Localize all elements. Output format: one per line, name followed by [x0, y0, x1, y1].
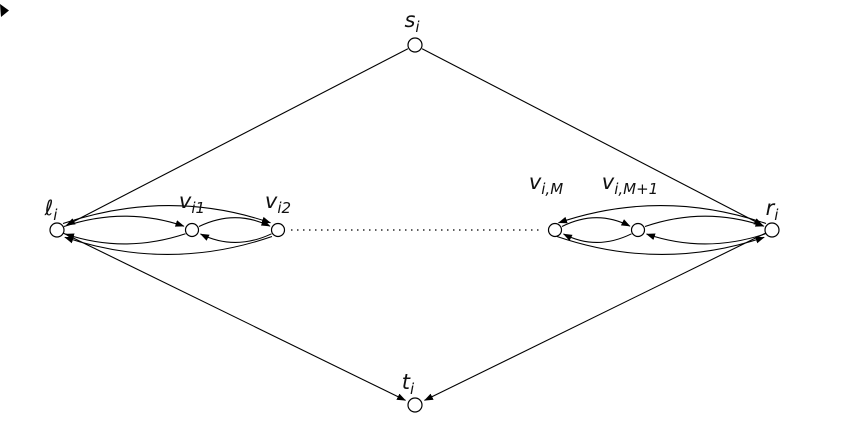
node-t	[407, 397, 423, 413]
label-l: ℓi	[44, 196, 59, 224]
node-v1	[184, 222, 200, 238]
node-vM	[547, 222, 563, 238]
arc-l-to-v2-long-top	[62, 205, 271, 224]
label-v2: vi2	[265, 189, 291, 217]
arc-r-to-vM1-bottom	[646, 233, 766, 245]
node-s	[407, 37, 423, 53]
label-s: si	[404, 8, 420, 36]
arc-vM-to-r-long-bottom	[556, 236, 765, 255]
edge-r-to-t	[424, 232, 766, 401]
label-r: ri	[766, 196, 780, 224]
label-v1: vi1	[179, 189, 205, 217]
arc-v2-to-l-long-bottom	[64, 236, 273, 255]
cropped-corner-mark	[0, 4, 9, 17]
node-vM1	[630, 222, 646, 238]
node-l	[49, 222, 65, 238]
label-t: ti	[402, 370, 415, 398]
arc-v2-to-v1-bottom	[200, 233, 272, 243]
node-v2	[270, 222, 286, 238]
node-r	[764, 222, 780, 238]
edge-s-to-l	[66, 48, 409, 226]
label-vM: vi,M	[529, 170, 563, 198]
arc-vM-to-vM1-top	[561, 217, 631, 227]
arc-v1-to-v2-top	[198, 217, 271, 227]
arc-r-to-vM-long-top	[558, 205, 767, 224]
label-vM1: vi,M+1	[602, 170, 658, 198]
arc-l-to-v1-top	[63, 215, 185, 227]
edge-l-to-t	[63, 232, 406, 401]
arc-vM1-to-vM-bottom	[563, 233, 632, 243]
arc-v1-to-l-bottom	[65, 233, 186, 245]
arc-vM1-to-r-top	[644, 215, 765, 227]
edge-s-to-r	[421, 48, 763, 226]
